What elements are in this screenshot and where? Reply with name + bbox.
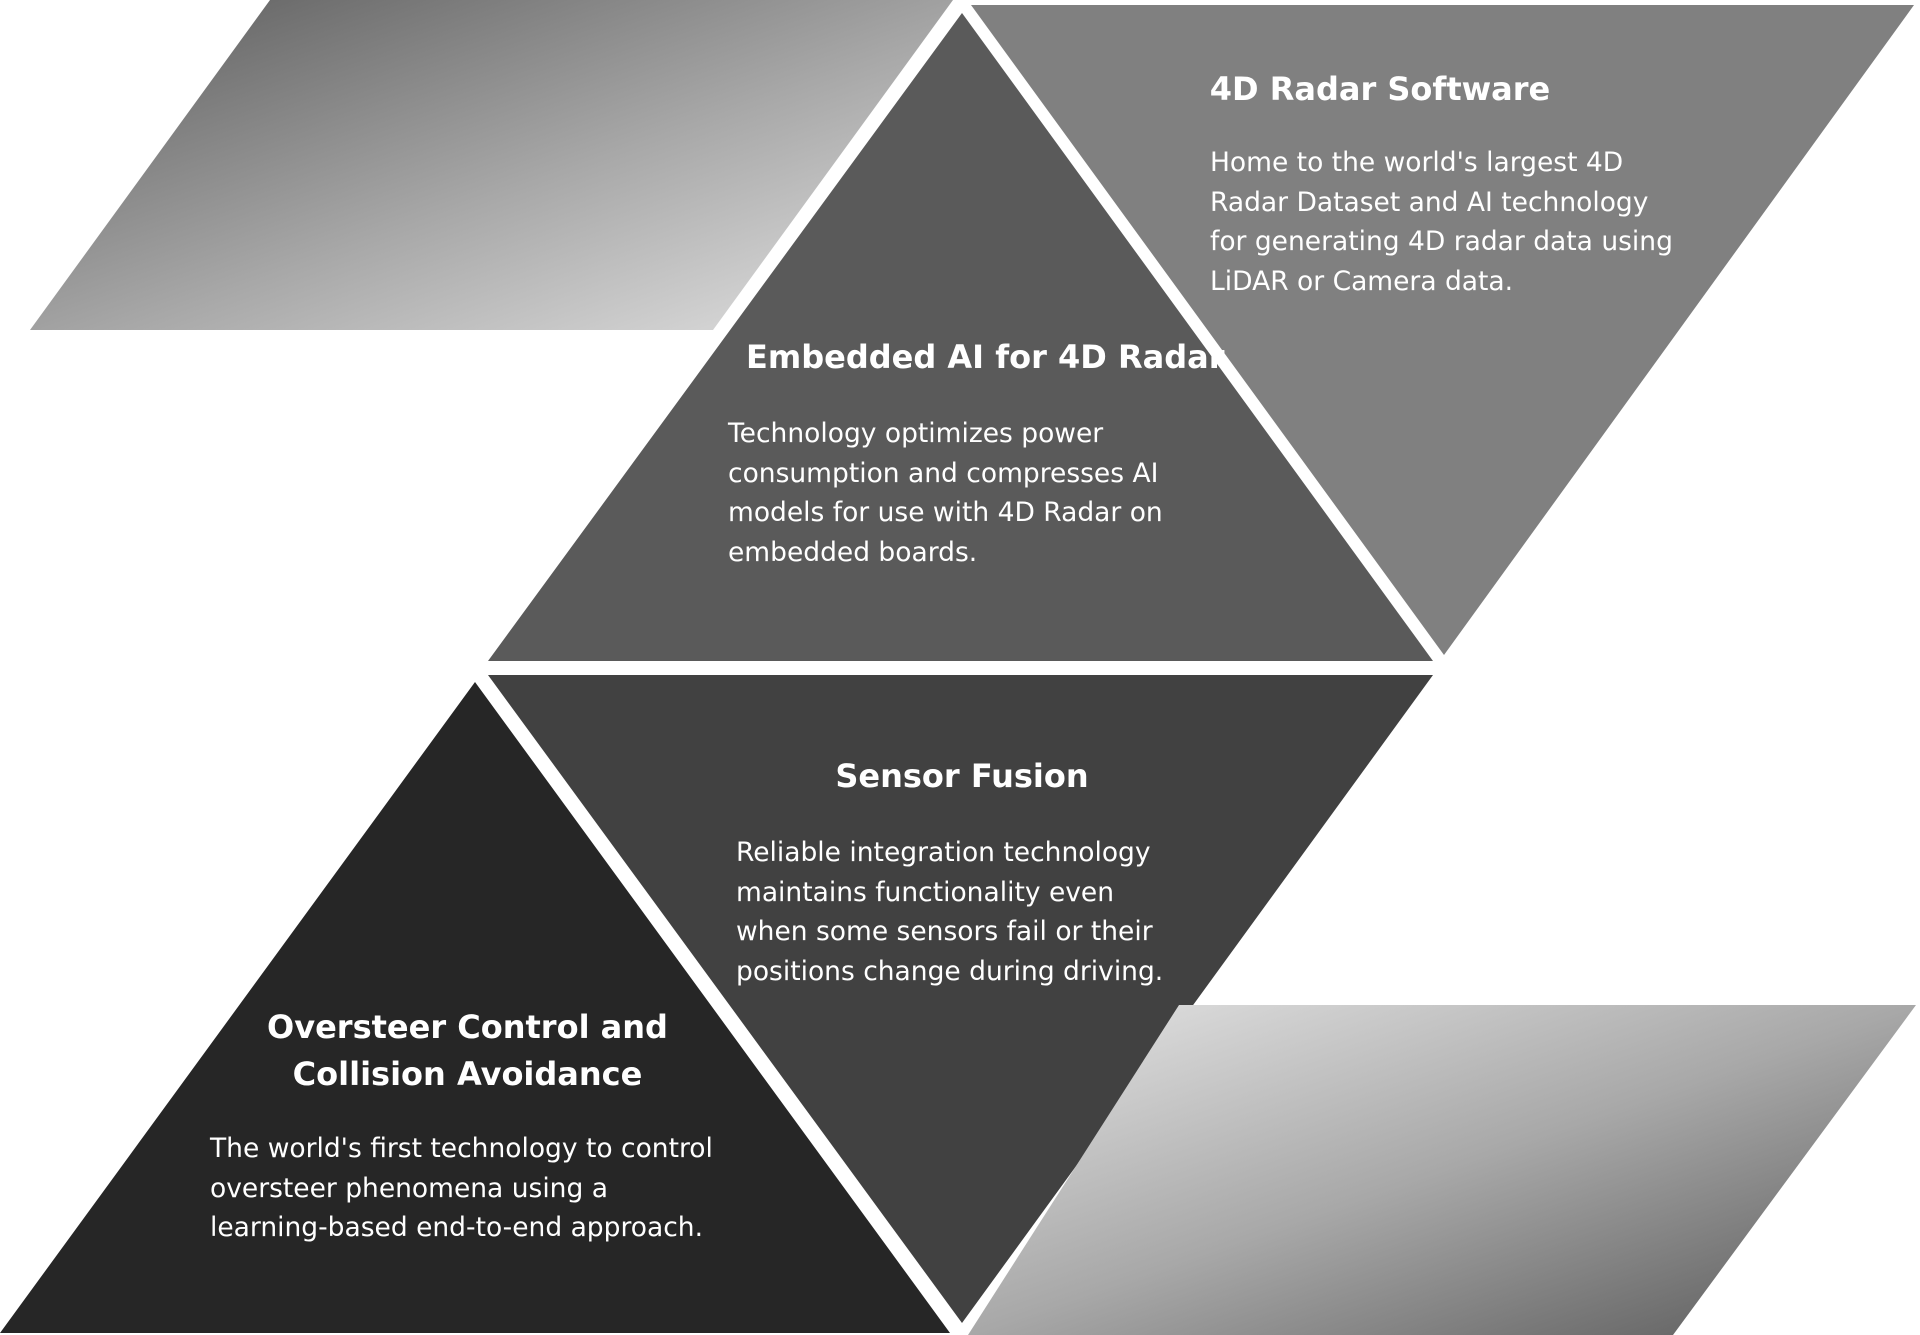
embedded-ai-description: Technology optimizes power consumption a… xyxy=(728,418,1163,568)
oversteer-panel-shape xyxy=(0,682,950,1333)
radar-software-text: 4D Radar Software Home to the world's la… xyxy=(1210,66,1673,301)
radar-software-panel-shape xyxy=(971,5,1914,655)
sensor-fusion-panel-shape xyxy=(488,675,1433,1323)
sensor-fusion-text: Sensor Fusion Reliable integration techn… xyxy=(736,753,1176,991)
oversteer-title-line-1: Oversteer Control and xyxy=(267,1008,668,1046)
sensor-fusion-description: Reliable integration technology maintain… xyxy=(736,837,1164,987)
top-left-decorative-parallelogram xyxy=(30,0,953,330)
embedded-ai-text: Embedded AI for 4D Radar Technology opti… xyxy=(728,334,1225,572)
oversteer-description: The world's first technology to control … xyxy=(210,1133,713,1243)
sensor-fusion-title: Sensor Fusion xyxy=(835,757,1089,795)
embedded-ai-title: Embedded AI for 4D Radar xyxy=(746,338,1225,376)
radar-software-title: 4D Radar Software xyxy=(1209,70,1551,108)
radar-software-description: Home to the world's largest 4D Radar Dat… xyxy=(1210,147,1673,297)
bottom-right-decorative-parallelogram xyxy=(968,1005,1916,1335)
embedded-ai-panel-shape xyxy=(488,13,1433,661)
oversteer-title-line-2: Collision Avoidance xyxy=(292,1055,643,1093)
oversteer-text: Oversteer Control and Collision Avoidanc… xyxy=(210,1004,730,1248)
